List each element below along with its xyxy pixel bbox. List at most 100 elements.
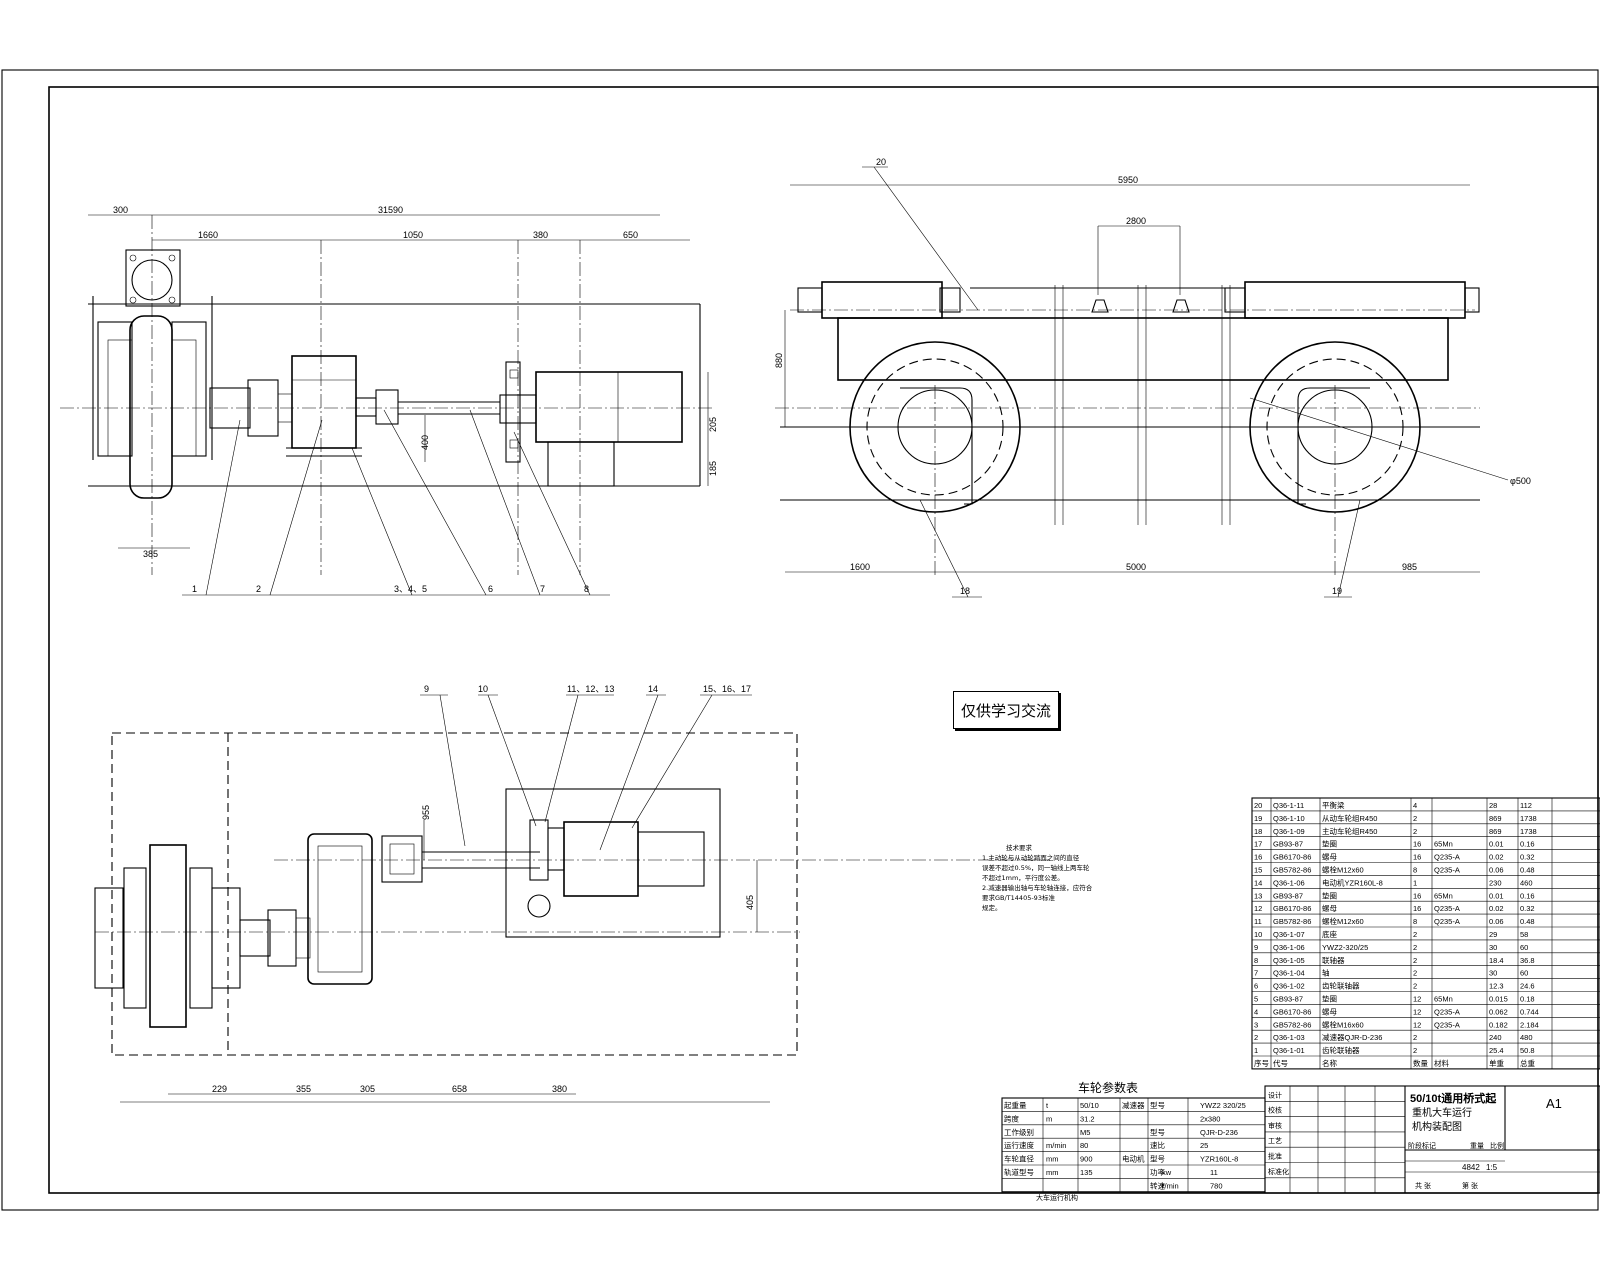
notes-line: 要求GB/T14405-93标准 — [982, 894, 1055, 902]
bom-cell: 12 — [1413, 1007, 1421, 1016]
bom-cell: 19 — [1254, 814, 1262, 823]
bom-cell: 869 — [1489, 814, 1502, 823]
bom-cell: 2 — [1413, 1046, 1417, 1055]
bom-cell: 螺母 — [1322, 903, 1338, 913]
dim-text: 880 — [774, 353, 784, 368]
bom-cell: 1738 — [1520, 814, 1537, 823]
callout-label: 6 — [488, 584, 493, 594]
bom-cell: GB93-87 — [1273, 995, 1303, 1004]
callout-label: 2 — [256, 584, 261, 594]
params-cell: 轨道型号 — [1004, 1167, 1034, 1177]
params-cell: 25 — [1200, 1141, 1208, 1150]
sheet-number-label: 第 张 — [1462, 1181, 1478, 1190]
bom-cell: Q36-1-01 — [1273, 1046, 1305, 1055]
bom-cell: 0.744 — [1520, 1007, 1539, 1016]
total-sheets-label: 共 张 — [1415, 1181, 1431, 1190]
bom-cell: 底座 — [1322, 929, 1338, 939]
bom-cell: 0.48 — [1520, 866, 1535, 875]
bom-cell: 2 — [1413, 969, 1417, 978]
callout-label: 19 — [1332, 586, 1342, 596]
bom-cell: 12.3 — [1489, 982, 1504, 991]
bom-cell: 18.4 — [1489, 956, 1504, 965]
dim-text: 1660 — [198, 230, 218, 240]
bom-cell: 16 — [1413, 891, 1421, 900]
signature-label: 审核 — [1268, 1121, 1282, 1130]
bom-cell: GB93-87 — [1273, 840, 1303, 849]
bom-cell: 轴 — [1322, 968, 1330, 978]
bom-cell: 1 — [1413, 878, 1417, 887]
bom-cell: 联轴器 — [1322, 955, 1345, 965]
bom-cell: 230 — [1489, 878, 1502, 887]
dim-text: 300 — [113, 205, 128, 215]
dim-text: 2800 — [1126, 216, 1146, 226]
bom-cell: Q235-A — [1434, 904, 1460, 913]
dim-text: 400 — [420, 435, 430, 450]
drawing-name: 50/10t通用桥式起 — [1410, 1091, 1497, 1105]
signature-label: 批准 — [1268, 1152, 1282, 1161]
bom-cell: 5 — [1254, 995, 1258, 1004]
signature-label: 工艺 — [1268, 1137, 1282, 1145]
notes-line: 2.减速器输出轴与车轮轴连接，应符合 — [982, 884, 1093, 892]
bom-cell: 10 — [1254, 930, 1262, 939]
bom-cell: 20 — [1254, 801, 1262, 810]
bom-cell: 主动车轮组R450 — [1322, 826, 1377, 836]
bom-cell: 30 — [1489, 969, 1497, 978]
dim-text: 229 — [212, 1084, 227, 1094]
callout-label: 1 — [192, 584, 197, 594]
bom-header-cell: 数量 — [1413, 1058, 1429, 1068]
bom-header-cell: 总重 — [1520, 1058, 1536, 1068]
bom-cell: GB93-87 — [1273, 891, 1303, 900]
bom-cell: 60 — [1520, 943, 1528, 952]
bom-cell: 25.4 — [1489, 1046, 1504, 1055]
dim-text: φ500 — [1510, 476, 1531, 486]
bom-cell: 齿轮联轴器 — [1322, 981, 1360, 991]
bom-cell: 869 — [1489, 827, 1502, 836]
bom-cell: 58 — [1520, 930, 1528, 939]
title-block: 50/10t通用桥式起 重机大车运行 机构装配图 A1 4842 1:5 阶段标… — [1264, 1085, 1600, 1194]
stage-label: 阶段标记 — [1408, 1141, 1436, 1150]
bom-cell: 2 — [1413, 943, 1417, 952]
params-cell: 2x380 — [1200, 1114, 1220, 1123]
callout-label: 8 — [584, 584, 589, 594]
params-cell: 135 — [1080, 1168, 1093, 1177]
bom-cell: 0.182 — [1489, 1020, 1508, 1029]
bom-cell: 电动机YZR160L-8 — [1322, 877, 1383, 887]
params-cell: YWZ2 320/25 — [1200, 1101, 1246, 1110]
dim-text: 5950 — [1118, 175, 1138, 185]
callout-label: 3、4、5 — [394, 584, 427, 594]
params-cell: 型号 — [1150, 1101, 1165, 1110]
callout-label: 10 — [478, 684, 488, 694]
inner-frame — [48, 86, 1599, 1194]
params-cell: 工作级别 — [1004, 1127, 1034, 1137]
params-cell: mm — [1046, 1155, 1059, 1164]
params-cell: 起重量 — [1004, 1101, 1027, 1110]
bom-cell: Q36-1-09 — [1273, 827, 1305, 836]
side-view: φ500 5950 2800 880 1600 5000 985 20 18 1… — [774, 157, 1531, 598]
bom-cell: 36.8 — [1520, 956, 1535, 965]
bom-cell: 2 — [1413, 930, 1417, 939]
bom-cell: 12 — [1413, 1020, 1421, 1029]
dim-text: 355 — [296, 1084, 311, 1094]
bom-cell: 螺栓M12x60 — [1322, 865, 1364, 875]
bom-cell: 14 — [1254, 878, 1262, 887]
params-cell: 31.2 — [1080, 1114, 1095, 1123]
bom-header-cell: 名称 — [1322, 1058, 1338, 1068]
bom-cell: 12 — [1254, 904, 1262, 913]
callout-label: 20 — [876, 157, 886, 167]
bom-header-cell: 单重 — [1489, 1058, 1505, 1068]
bom-cell: Q36-1-06 — [1273, 943, 1305, 952]
scale-label: 比例 — [1490, 1141, 1504, 1150]
bom-cell: 螺母 — [1322, 852, 1338, 862]
params-cell: 跨度 — [1004, 1113, 1019, 1123]
front-view: 300 31590 1660 1050 380 650 400 205 185 … — [60, 205, 718, 596]
bom-cell: 65Mn — [1434, 995, 1453, 1004]
bom-cell: 0.02 — [1489, 853, 1504, 862]
bom-cell: 29 — [1489, 930, 1497, 939]
bom-cell: YWZ2-320/25 — [1322, 943, 1368, 952]
bom-cell: 16 — [1413, 904, 1421, 913]
bom-cell: Q36-1-07 — [1273, 930, 1305, 939]
bom-cell: 2.184 — [1520, 1020, 1539, 1029]
bom-cell: 0.06 — [1489, 866, 1504, 875]
plan-view: 229 355 305 658 380 955 405 9 10 11、12、1… — [94, 684, 1050, 1103]
